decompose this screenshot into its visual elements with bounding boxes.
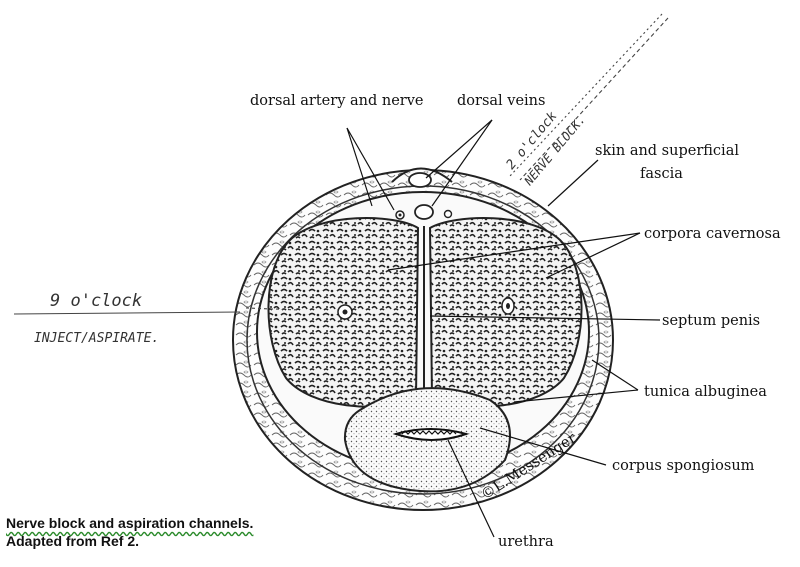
pointer-lines (346, 119, 661, 538)
label-tunica-albuginea: tunica albuginea (644, 384, 767, 400)
label-septum-penis: septum penis (662, 313, 760, 329)
urethra-folds (401, 430, 457, 435)
label-dorsal-artery: dorsal artery and nerve (250, 93, 424, 109)
annotation-inject-aspirate: INJECT/ASPIRATE. (34, 331, 159, 346)
deep-artery-left-inner (342, 309, 348, 315)
caption-title: Nerve block and aspiration channels. (6, 515, 254, 531)
label-dorsal-veins: dorsal veins (457, 93, 545, 109)
label-skin-line1: skin and superficial (595, 143, 739, 159)
dorsal-artery-vessel-inner (398, 213, 402, 217)
deep-dorsal-vein (414, 204, 434, 220)
annotation-9-oclock: 9 o'clock (50, 291, 142, 311)
label-corpora-cavernosa: corpora cavernosa (644, 226, 781, 242)
deep-artery-right-inner (506, 303, 510, 309)
caption-source: Adapted from Ref 2. (6, 533, 140, 549)
dorsal-artery-vessel-right (443, 209, 453, 219)
needle-lines (13, 13, 669, 315)
label-skin-line2: fascia (640, 166, 683, 182)
superficial-dorsal-vein (408, 172, 432, 188)
label-urethra: urethra (498, 534, 554, 550)
label-corpus-spongiosum: corpus spongiosum (612, 458, 755, 474)
